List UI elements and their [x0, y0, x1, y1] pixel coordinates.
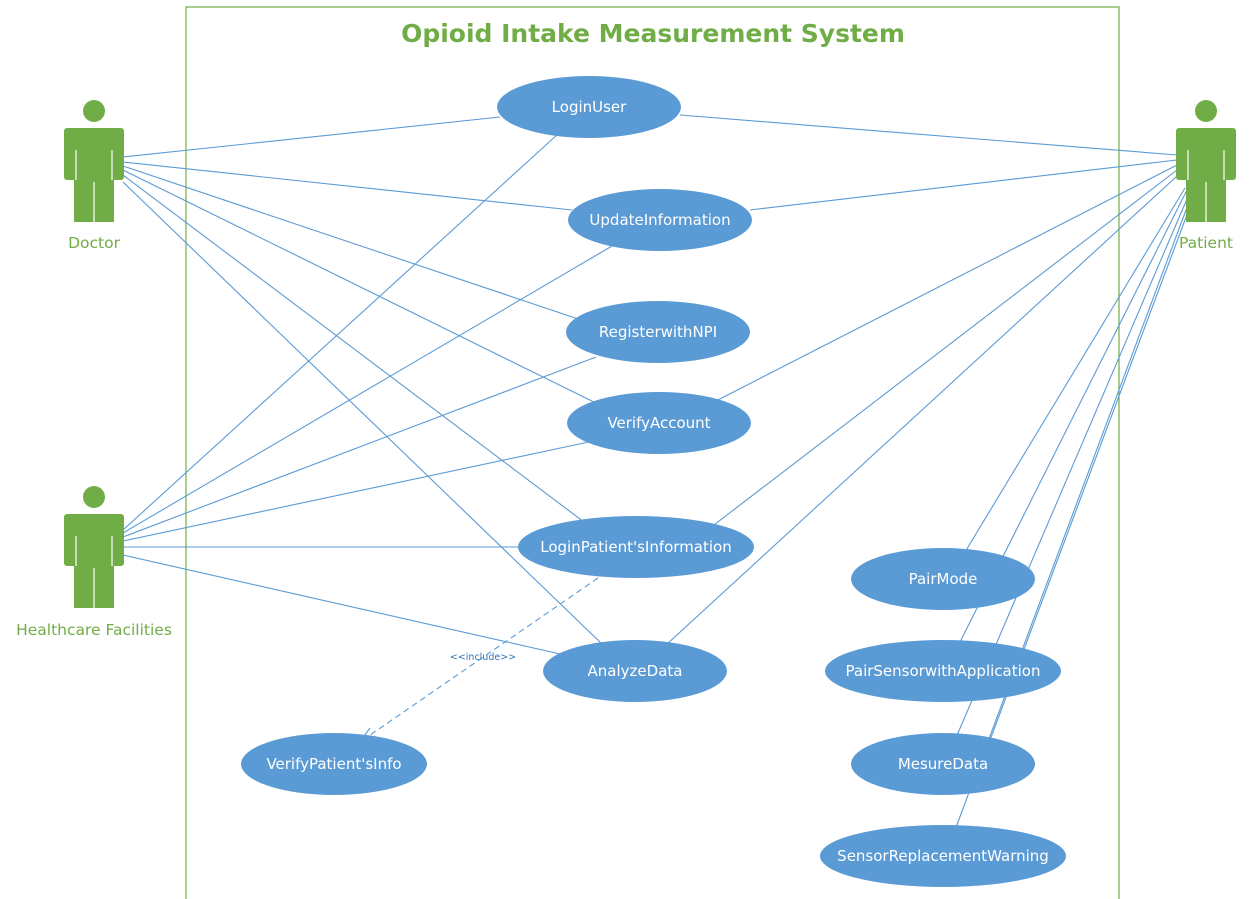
include-label: <<include>>	[450, 652, 516, 663]
doctor-actor-icon	[64, 100, 124, 222]
use-case-register-npi-label: RegisterwithNPI	[599, 323, 717, 341]
use-case-update-information[interactable]: UpdateInformation	[568, 189, 752, 251]
healthcare-actor-icon	[64, 486, 124, 608]
actor-doctor[interactable]: Doctor	[64, 100, 124, 252]
actor-healthcare-label: Healthcare Facilities	[16, 621, 172, 639]
use-case-login-user-label: LoginUser	[552, 98, 627, 116]
use-case-verify-patient-info[interactable]: VerifyPatient'sInfo	[241, 733, 427, 795]
actor-patient[interactable]: Patient	[1176, 100, 1236, 252]
actor-healthcare-facilities[interactable]: Healthcare Facilities	[16, 486, 172, 639]
patient-actor-icon	[1176, 100, 1236, 222]
use-case-verify-account[interactable]: VerifyAccount	[567, 392, 751, 454]
use-case-pair-mode-label: PairMode	[909, 570, 978, 588]
doctor-associations	[122, 116, 607, 645]
use-case-login-user[interactable]: LoginUser	[497, 76, 681, 138]
use-case-measure-data[interactable]: MesureData	[851, 733, 1035, 795]
use-case-register-npi[interactable]: RegisterwithNPI	[566, 301, 750, 363]
actor-patient-label: Patient	[1179, 234, 1233, 252]
actor-doctor-label: Doctor	[68, 234, 121, 252]
use-case-sensor-warning[interactable]: SensorReplacementWarning	[820, 825, 1066, 887]
use-case-analyze-data[interactable]: AnalyzeData	[543, 640, 727, 702]
use-case-pair-sensor[interactable]: PairSensorwithApplication	[825, 640, 1061, 702]
use-case-pair-sensor-label: PairSensorwithApplication	[846, 662, 1041, 680]
use-case-analyze-data-label: AnalyzeData	[588, 662, 683, 680]
use-case-pair-mode[interactable]: PairMode	[851, 548, 1035, 610]
use-case-verify-account-label: VerifyAccount	[607, 414, 710, 432]
use-case-verify-patient-info-label: VerifyPatient'sInfo	[266, 755, 401, 773]
system-title: Opioid Intake Measurement System	[401, 19, 905, 48]
use-case-login-patient-info[interactable]: LoginPatient'sInformation	[518, 516, 754, 578]
healthcare-associations	[122, 133, 613, 655]
use-case-sensor-warning-label: SensorReplacementWarning	[837, 847, 1049, 865]
use-case-update-information-label: UpdateInformation	[589, 211, 730, 229]
use-case-login-patient-info-label: LoginPatient'sInformation	[540, 538, 731, 556]
system-boundary	[185, 6, 1120, 899]
use-case-measure-data-label: MesureData	[898, 755, 988, 773]
